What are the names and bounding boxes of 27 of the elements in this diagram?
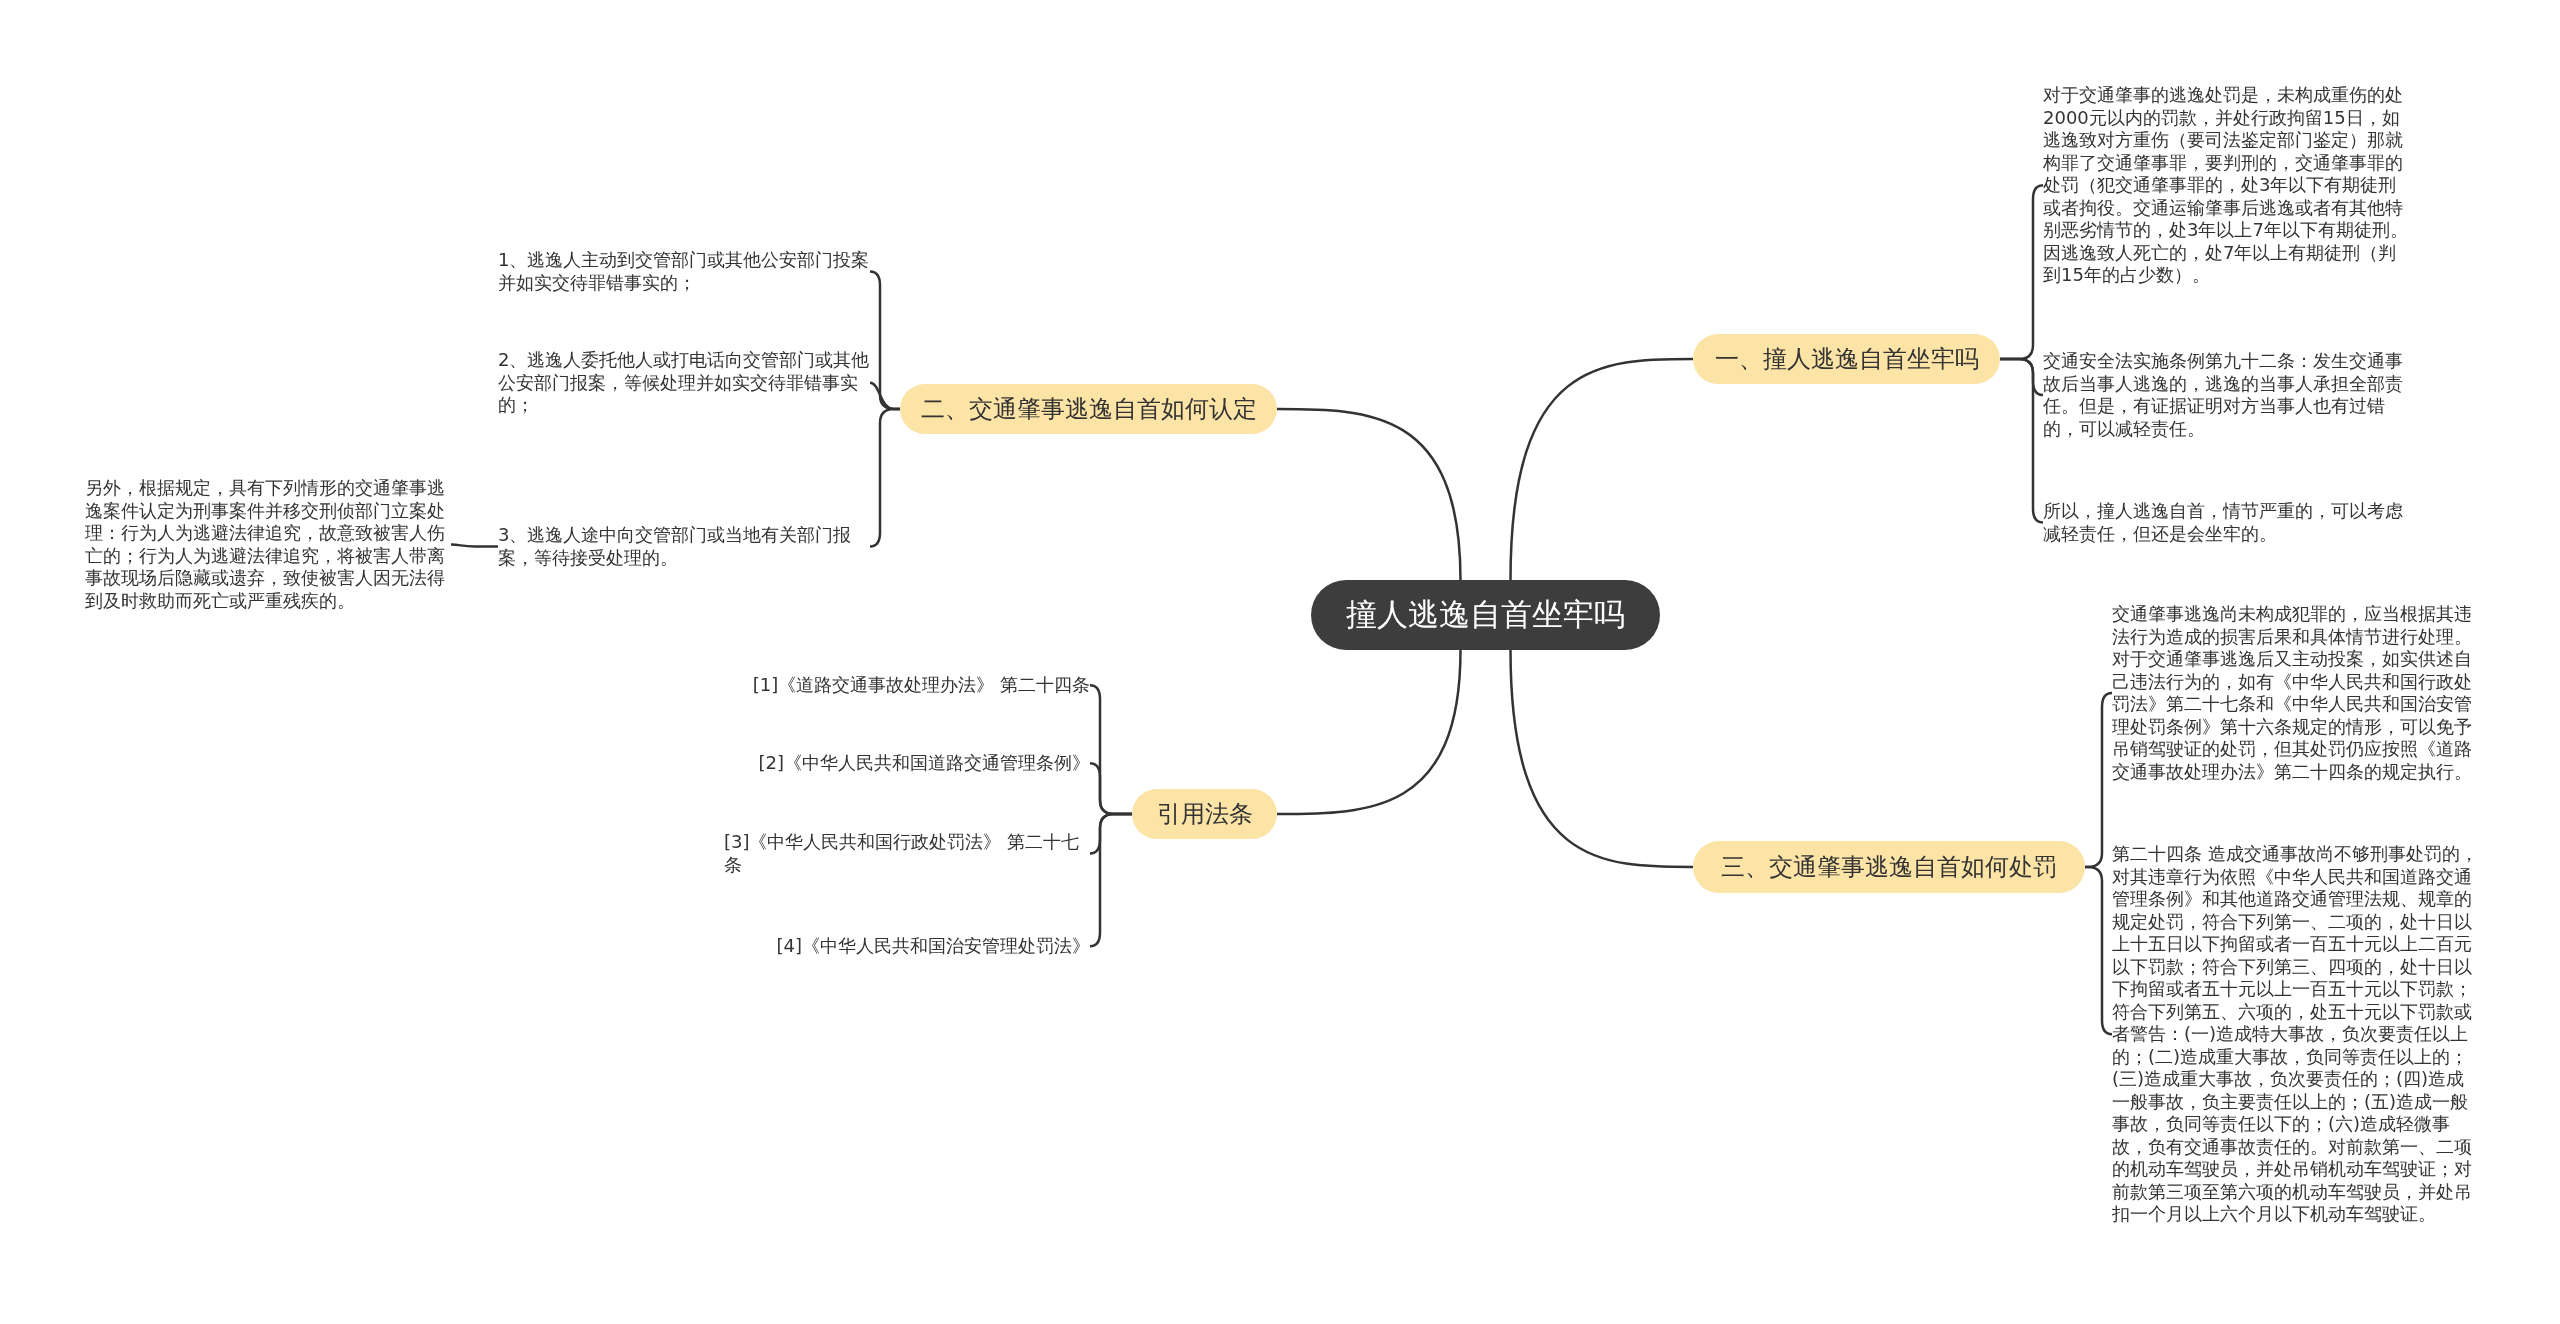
curved-connector [1509, 357, 1693, 581]
note-text: 所以，撞人逃逸自首，情节严重的，可以考虑减轻责任，但还是会坐牢的。 [2043, 500, 2409, 545]
note-text: 1、逃逸人主动到交管部门或其他公安部门投案并如实交待罪错事实的； [498, 249, 870, 294]
bracket-connector [2000, 357, 2044, 524]
branch-topic: 引用法条 [1132, 789, 1277, 839]
note-text: 对于交通肇事的逃逸处罚是，未构成重伤的处2000元以内的罚款，并处行政拘留15日，如逃逸致对方重伤（要司法鉴定部门鉴定）那就构罪了交通肇事罪，要判刑的，交通肇事罪的处罚（犯交通肇事罪的，处3年以下有期徒刑或者拘役。交通运输肇事后逃逸或者有其他特别恶劣情节的，处3年以上7年以下有期徒刑。因逃逸致人死亡的，处7年以上有期徒刑（判到15年的占少数）。 [2043, 84, 2409, 287]
note-text: [2]《中华人民共和国道路交通管理条例》 [758, 752, 1090, 775]
bracket-connector [869, 407, 900, 548]
bracket-connector [450, 543, 498, 548]
branch-topic: 三、交通肇事逃逸自首如何处罚 [1693, 841, 2085, 893]
note-text: [1]《道路交通事故处理办法》 第二十四条 [752, 674, 1090, 697]
bracket-connector [2085, 865, 2113, 1036]
note-text: [4]《中华人民共和国治安管理处罚法》 [776, 935, 1090, 958]
note-text: 2、逃逸人委托他人或打电话向交管部门或其他公安部门报案，等候处理并如实交待罪错事实的； [498, 349, 870, 417]
note-text: 交通安全法实施条例第九十二条：发生交通事故后当事人逃逸的，逃逸的当事人承担全部责任。但是，有证据证明对方当事人也有过错的，可以减轻责任。 [2043, 350, 2409, 440]
note-text: 3、逃逸人途中向交管部门或当地有关部门报案，等待接受处理的。 [498, 524, 870, 569]
note-text: 另外，根据规定，具有下列情形的交通肇事逃逸案件认定为刑事案件并移交刑侦部门立案处理：行为人为逃避法律追究，故意致被害人伤亡的；行为人为逃避法律追究，将被害人带离事故现场后隐藏或遗弃，致使被害人因无法得到及时救助而死亡或严重残疾的。 [85, 477, 451, 612]
note-text: 交通肇事逃逸尚未构成犯罪的，应当根据其违法行为造成的损害后果和具体情节进行处理。对于交通肇事逃逸后又主动投案，如实供述自己违法行为的，如有《中华人民共和国行政处罚法》第二十七条和《中华人民共和国治安管理处罚条例》第十六条规定的情形，可以免予吊销驾驶证的处罚，但其处罚仍应按照《道路交通事故处理办法》第二十四条的规定执行。 [2112, 603, 2478, 783]
branch-topic: 二、交通肇事逃逸自首如何认定 [900, 384, 1277, 434]
note-text: [3]《中华人民共和国行政处罚法》 第二十七条 [724, 831, 1090, 876]
curved-connector [1277, 649, 1462, 816]
branch-topic: 一、撞人逃逸自首坐牢吗 [1693, 334, 2000, 384]
curved-connector [1509, 649, 1693, 869]
note-text: 第二十四条 造成交通事故尚不够刑事处罚的，对其违章行为依照《中华人民共和国道路交通管理条例》和其他道路交通管理法规、规章的规定处罚，符合下列第一、二项的，处十日以上十五日以下拘留或者一百五十元以上二百元以下罚款；符合下列第三、四项的，处十日以下拘留或者五十元以上一百五十元以下罚款；符合下列第五、六项的，处五十元以下罚款或者警告：(一)造成特大事故，负次要责任以上的；(二)造成重大事故，负同等责任以上的；(三)造成重大事故，负次要责任的；(四)造成一般事故，负主要责任以上的；(五)造成一般事故，负同等责任以下的；(六)造成轻微事故，负有交通事故责任的。对前款第一、二项的机动车驾驶员，并处吊销机动车驾驶证；对前款第三项至第六项的机动车驾驶员，并处吊扣一个月以上六个月以下机动车驾驶证。 [2112, 843, 2478, 1226]
central-topic: 撞人逃逸自首坐牢吗 [1311, 580, 1660, 650]
curved-connector [1277, 407, 1462, 581]
bracket-connector [1089, 812, 1132, 948]
